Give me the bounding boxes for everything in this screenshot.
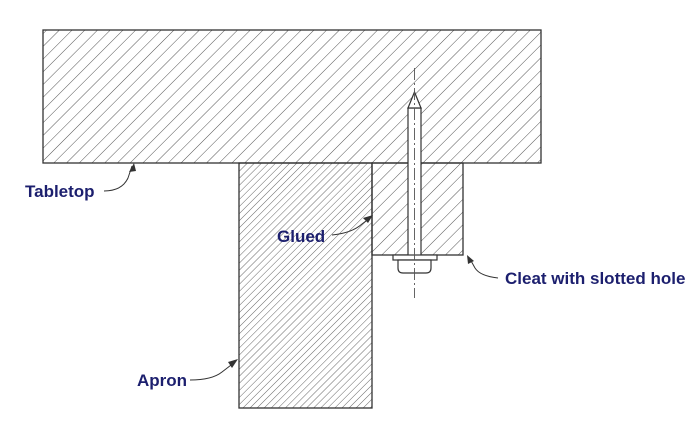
tabletop-leader-arrow [129, 163, 136, 172]
glued-label: Glued [277, 227, 325, 246]
apron-label: Apron [137, 371, 187, 390]
cleat-label: Cleat with slotted hole [505, 269, 685, 288]
tabletop-label: Tabletop [25, 182, 95, 201]
cleat-leader-arrow [467, 255, 474, 264]
glued-leader-arrow [363, 215, 373, 223]
screw-washer [392, 254, 438, 261]
tabletop-section [42, 29, 542, 164]
cleat-leader [469, 258, 499, 279]
glued-leader [331, 217, 371, 236]
apron-leader [189, 361, 236, 381]
screw [392, 68, 438, 298]
screw-head [397, 259, 432, 274]
apron-leader-arrow [228, 359, 238, 368]
tabletop-leader [103, 165, 133, 192]
apron-section [238, 162, 373, 409]
leader-lines [103, 163, 499, 381]
